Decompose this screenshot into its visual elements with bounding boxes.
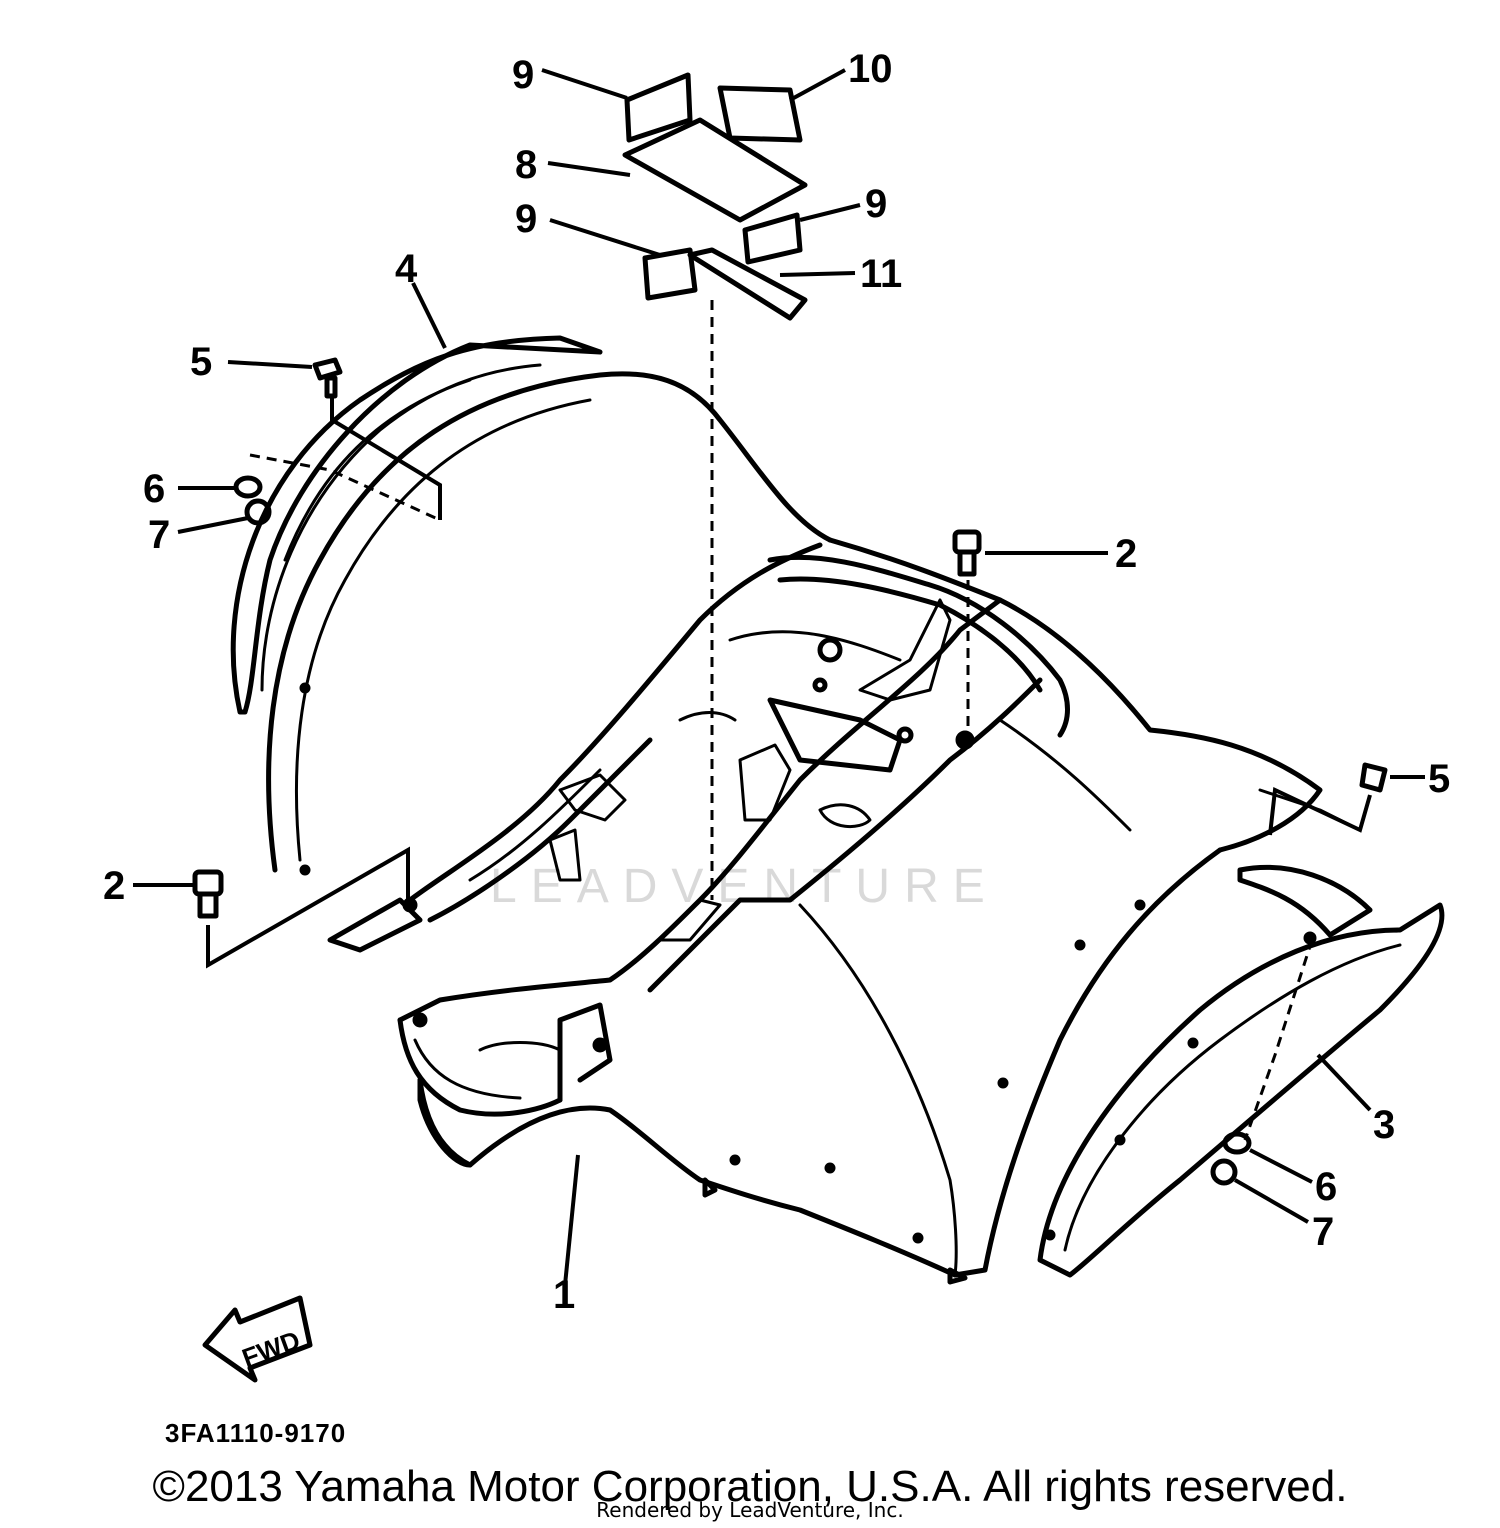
callout-5-right: 5	[1428, 757, 1450, 801]
hardware-washer-6-right	[1222, 1131, 1252, 1155]
part-3-right-fender	[1037, 864, 1445, 1278]
leader-lines	[133, 68, 1425, 1286]
callout-5-left: 5	[190, 340, 212, 384]
watermark-text: LEADVENTURE	[490, 860, 999, 913]
callout-6-right: 6	[1315, 1165, 1337, 1209]
callout-labels: 9 10 8 9 9 11 4 5 6 7 2 2 5 3 6 7 1	[103, 47, 1450, 1317]
copyright-notice: ©2013 Yamaha Motor Corporation, U.S.A. A…	[152, 1462, 1348, 1511]
fwd-label: FWD	[238, 1325, 304, 1373]
callout-9b: 9	[865, 182, 887, 226]
part-9b-pad	[742, 212, 803, 265]
part-4-left-fender	[230, 335, 603, 715]
callout-3: 3	[1373, 1103, 1395, 1147]
part-10-pad	[717, 85, 803, 143]
callout-10: 10	[848, 47, 893, 91]
hardware-screw-5-right	[1268, 762, 1388, 836]
part-9a-pad	[624, 72, 693, 143]
callout-9c: 9	[515, 197, 537, 241]
rendered-by-credit: Rendered by LeadVenture, Inc.	[596, 1498, 904, 1522]
hardware-nut-7-left	[244, 498, 272, 526]
callout-2-top: 2	[1115, 532, 1137, 576]
part-11-strip	[687, 247, 808, 321]
part-1-rear-fender-body	[266, 371, 1362, 1285]
callout-6-left: 6	[143, 467, 165, 511]
hardware-bolt-2-left	[192, 846, 410, 969]
hardware-screw-5-left	[312, 357, 442, 520]
part-9c-pad	[642, 247, 698, 301]
parts-8-11-seat-pads	[622, 72, 808, 900]
callout-9a: 9	[512, 53, 534, 97]
hardware-washer-6-left	[233, 475, 263, 499]
callout-4: 4	[395, 247, 418, 291]
callout-8: 8	[515, 143, 537, 187]
forward-direction-arrow: FWD	[202, 1295, 313, 1383]
callout-7-left: 7	[148, 513, 170, 557]
callout-2-left: 2	[103, 864, 125, 908]
callout-11: 11	[860, 252, 902, 296]
hardware-nut-7-right	[1210, 1158, 1238, 1186]
callout-1: 1	[553, 1273, 575, 1317]
diagram-part-number: 3FA1110-9170	[165, 1418, 346, 1448]
callout-7-right: 7	[1312, 1210, 1334, 1254]
part-8-plate	[622, 117, 808, 223]
hardware-bolt-2-top	[952, 529, 982, 740]
